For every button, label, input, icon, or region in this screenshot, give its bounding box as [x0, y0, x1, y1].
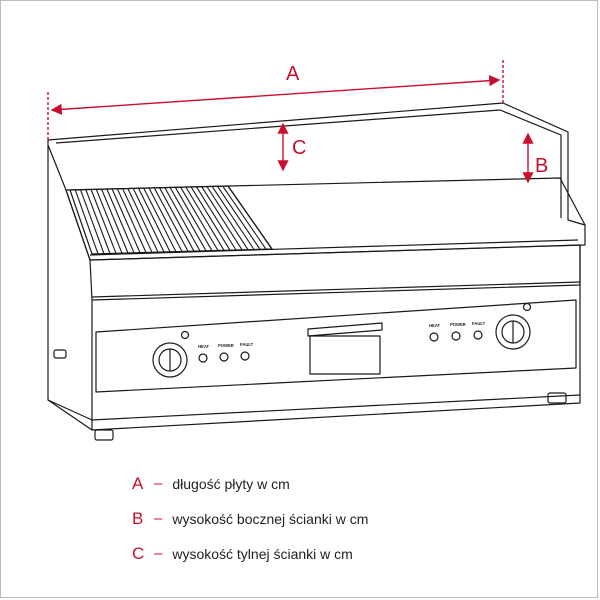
rib-line: [85, 189, 111, 254]
left-knob-indicator: [180, 330, 190, 340]
rib-line: [164, 187, 201, 252]
legend-row-b: B – wysokość bocznej ścianki w cm: [132, 501, 572, 536]
rib-line: [159, 187, 195, 252]
rib-line: [143, 187, 177, 252]
ribbed-plate-ribs: [74, 185, 267, 254]
grease-tray: [309, 335, 381, 375]
rib-line: [211, 186, 255, 250]
foot-back-left: [53, 349, 67, 359]
legend-dash-b: –: [154, 510, 163, 527]
rib-line: [74, 189, 99, 254]
left-knob-outer: [152, 342, 188, 378]
foot-front-right: [547, 392, 567, 404]
grease-tray-handle: [307, 322, 383, 337]
legend-dash-c: –: [154, 545, 163, 562]
left-fault-label: FAULT: [240, 342, 254, 347]
rib-line: [206, 186, 249, 250]
dimension-c-label: C: [292, 137, 306, 159]
griddle-diagram: HEAT POWER FAULT HEAT POWER FAULT A C B: [47, 60, 586, 441]
legend-key-c: C: [132, 543, 145, 563]
legend-row-a: A – długość płyty w cm: [132, 466, 572, 501]
rib-line: [169, 187, 207, 252]
legend-key-a: A: [132, 473, 144, 493]
rib-line: [116, 188, 147, 253]
dimension-a-arrow: [50, 75, 501, 115]
plate-divider: [227, 185, 273, 250]
rib-line: [180, 186, 219, 251]
right-heat-label: HEAT: [429, 323, 441, 328]
backsplash-rim: [55, 109, 562, 218]
rib-line: [174, 187, 213, 251]
front-band-top: [89, 245, 581, 301]
rib-line: [153, 187, 189, 252]
right-power-light: [451, 331, 461, 341]
left-power-label: POWER: [218, 343, 234, 348]
left-heat-light: [198, 353, 208, 363]
rib-line: [217, 185, 261, 250]
right-heat-light: [429, 332, 439, 342]
rib-line: [222, 185, 267, 250]
rib-line: [106, 188, 135, 254]
front-band-line: [91, 281, 581, 298]
rib-line: [138, 188, 171, 253]
cooking-surface-edge: [65, 177, 586, 226]
legend-row-c: C – wysokość tylnej ścianki w cm: [132, 536, 572, 571]
right-fault-light: [473, 330, 483, 340]
rib-line: [148, 187, 183, 252]
rib-line: [195, 186, 237, 251]
right-fault-label: FAULT: [472, 321, 486, 326]
griddle-top-outline: [47, 102, 586, 261]
left-power-light: [219, 352, 229, 362]
right-knob-outer: [495, 314, 531, 350]
control-panel-inner: [95, 299, 577, 393]
rib-line: [79, 189, 105, 254]
legend-text-a: długość płyty w cm: [172, 475, 290, 492]
rib-line: [90, 189, 117, 254]
legend-text-c: wysokość tylnej ścianki w cm: [172, 545, 353, 562]
dimension-b-label: B: [535, 155, 548, 177]
rib-line: [201, 186, 243, 251]
foot-front-left: [94, 429, 114, 441]
left-fault-light: [240, 351, 250, 361]
rib-line: [95, 189, 123, 254]
right-knob-indicator: [522, 302, 532, 312]
dimension-a-label: A: [286, 63, 300, 85]
rib-line: [122, 188, 153, 253]
rib-line: [127, 188, 159, 253]
rib-line: [101, 188, 129, 254]
rib-line: [185, 186, 225, 251]
rib-line: [190, 186, 231, 251]
legend-text-b: wysokość bocznej ścianki w cm: [172, 510, 369, 527]
right-power-label: POWER: [450, 322, 466, 327]
side-bottom-line: [47, 399, 93, 421]
legend-dash-a: –: [154, 475, 163, 492]
surface-front-lip: [89, 239, 579, 256]
control-panel-frame: [91, 300, 581, 421]
left-heat-label: HEAT: [198, 344, 210, 349]
legend-key-b: B: [132, 508, 144, 528]
rib-line: [132, 188, 165, 253]
rib-line: [111, 188, 141, 253]
legend: A – długość płyty w cm B – wysokość bocz…: [132, 466, 572, 571]
